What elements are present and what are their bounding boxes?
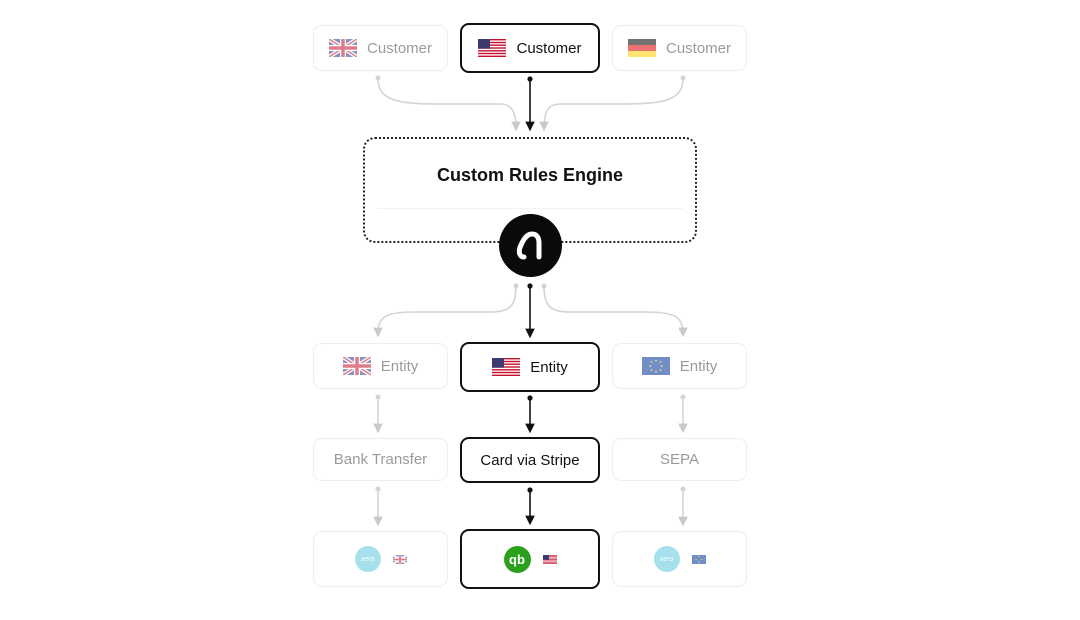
ledger-node-us: qb: [460, 529, 600, 589]
connector-entity-eu: [543, 285, 688, 338]
entity-label: Entity: [380, 357, 419, 375]
customer-node-de: Customer: [612, 25, 747, 71]
method-node-sepa: SEPA: [612, 438, 747, 481]
connector-entity-uk: [373, 285, 517, 338]
connector-customer-uk: [377, 77, 521, 132]
us-flag-icon: [542, 554, 557, 564]
customer-node-us: Customer: [460, 23, 600, 73]
entity-node-uk: Entity: [313, 343, 448, 389]
connector-customer-de: [539, 77, 684, 132]
ledger-node-eu: xero: [612, 531, 747, 587]
us-flag-icon: [492, 358, 521, 376]
customer-label: Customer: [516, 39, 582, 57]
uk-flag-icon: [342, 357, 371, 375]
method-label: Card via Stripe: [480, 451, 580, 469]
uk-flag-icon: [392, 554, 407, 564]
entity-node-eu: Entity: [612, 343, 747, 389]
method-node-card-stripe: Card via Stripe: [460, 437, 600, 483]
airwallex-logo-icon: [499, 214, 562, 277]
customer-label: Customer: [366, 39, 433, 57]
eu-flag-icon: [641, 357, 670, 375]
method-label: SEPA: [660, 451, 699, 468]
us-flag-icon: [478, 39, 507, 57]
ledger-node-uk: xero: [313, 531, 448, 587]
entity-label: Entity: [679, 357, 718, 375]
method-label: Bank Transfer: [333, 451, 428, 468]
xero-logo-icon: xero: [653, 546, 680, 572]
xero-logo-icon: xero: [354, 546, 381, 572]
customer-label: Customer: [665, 39, 732, 57]
quickbooks-logo-icon: qb: [503, 545, 531, 573]
uk-flag-icon: [328, 39, 357, 57]
method-node-bank-transfer: Bank Transfer: [313, 438, 448, 481]
rules-engine-title: Custom Rules Engine: [436, 165, 624, 185]
entity-label: Entity: [530, 358, 568, 376]
eu-flag-icon: [691, 554, 706, 564]
customer-node-uk: Customer: [313, 25, 448, 71]
rules-engine-divider: [377, 208, 683, 209]
de-flag-icon: [627, 39, 656, 57]
entity-node-us: Entity: [460, 342, 600, 392]
